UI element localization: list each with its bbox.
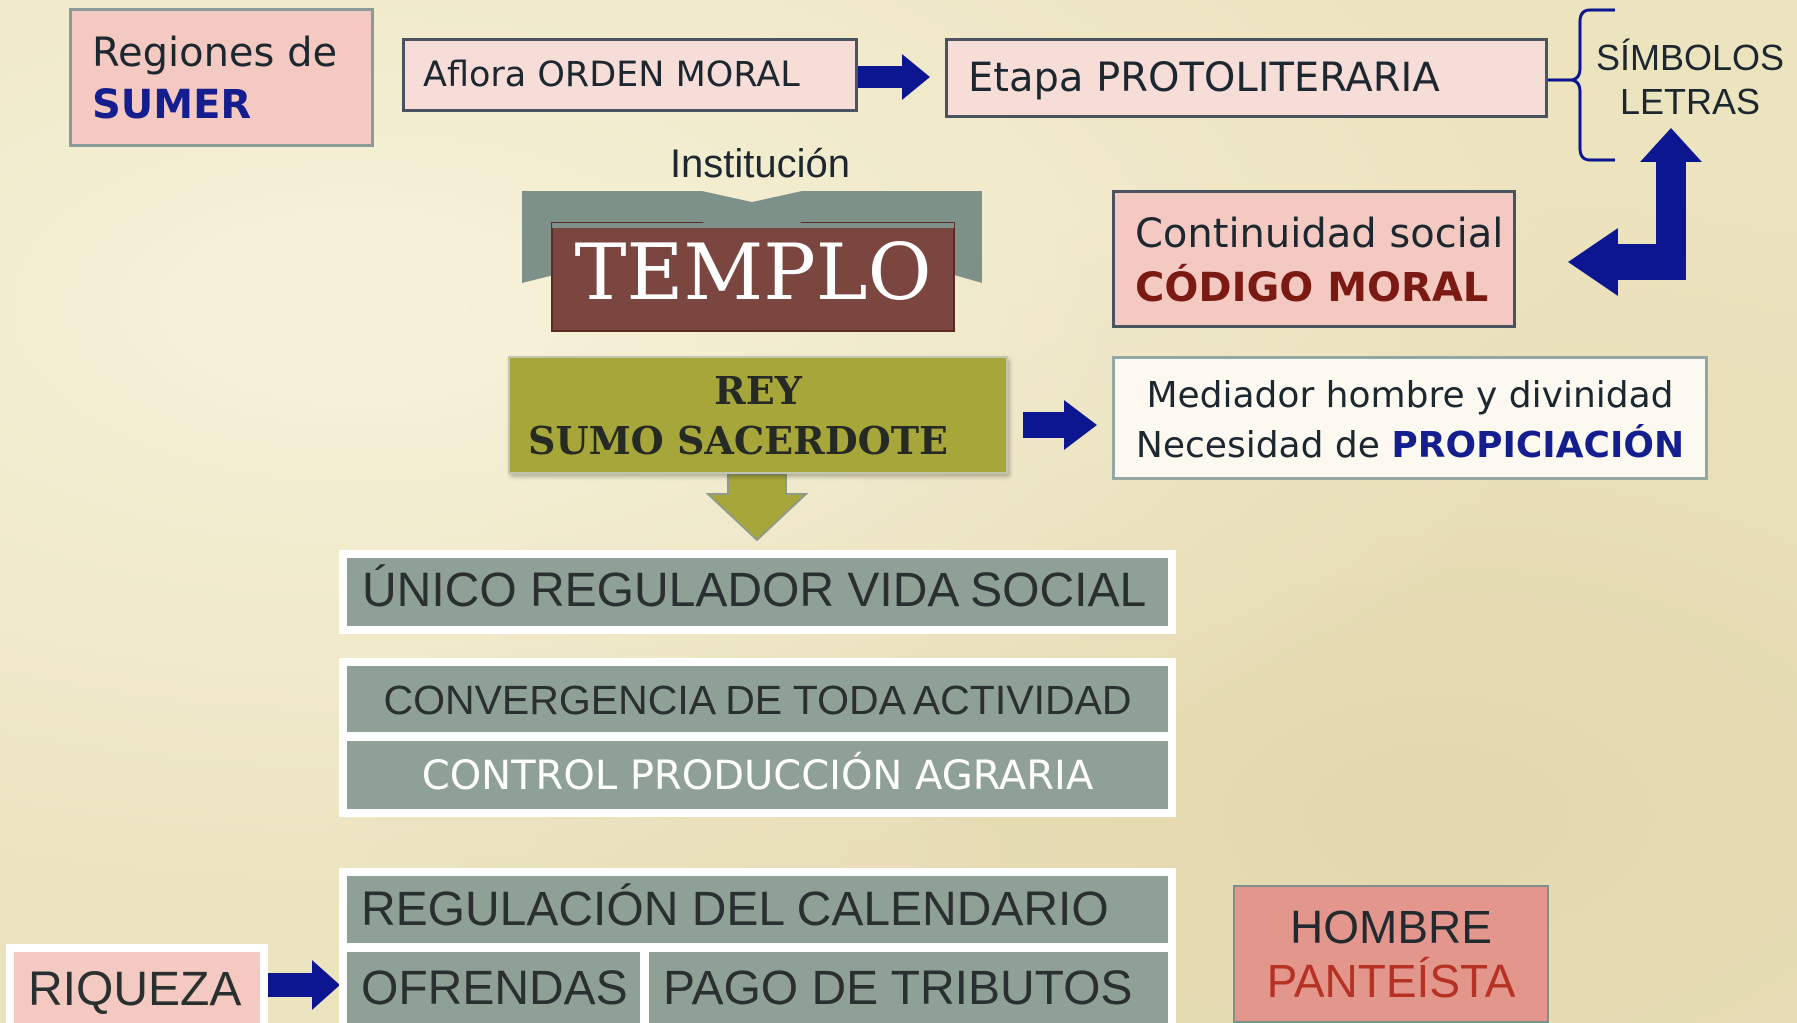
templo-title: TEMPLO [574,228,932,318]
riqueza-label: RIQUEZA [28,963,242,1016]
mediador-line2-prefix: Necesidad de [1135,425,1392,466]
convergencia-frame: CONVERGENCIA DE TODA ACTIVIDAD CONTROL P… [339,658,1176,817]
sumer-line1: Regiones de [92,30,338,76]
tributos-label: PAGO DE TRIBUTOS [663,962,1133,1015]
simbolos-line1: SÍMBOLOS [1595,37,1785,78]
arrow-down-rey [705,473,809,542]
convergencia-box: CONVERGENCIA DE TODA ACTIVIDAD [347,666,1168,732]
riqueza-frame: RIQUEZA [6,944,268,1023]
unico-label: ÚNICO REGULADOR VIDA SOCIAL [362,564,1147,617]
unico-box: ÚNICO REGULADOR VIDA SOCIAL [347,558,1168,626]
ofrendas-box: OFRENDAS [347,952,640,1023]
arrow-rey-to-mediador [1023,400,1097,450]
mediador-box: Mediador hombre y divinidad Necesidad de… [1112,356,1708,480]
mediador-line2: Necesidad de PROPICIACIÓN [1115,421,1705,471]
riqueza-box: RIQUEZA [14,952,260,1023]
calendario-label: REGULACIÓN DEL CALENDARIO [361,883,1109,936]
simbolos-line2: LETRAS [1619,81,1761,122]
continuidad-line1: Continuidad social [1135,211,1504,257]
continuidad-box: Continuidad social CÓDIGO MORAL [1112,190,1516,328]
rey-line1: REY [714,368,802,413]
sumer-line2: SUMER [92,82,252,128]
hombre-line2: PANTEÍSTA [1266,955,1516,1007]
unico-frame: ÚNICO REGULADOR VIDA SOCIAL [339,550,1176,634]
calendario-frame: REGULACIÓN DEL CALENDARIO OFRENDAS PAGO … [339,868,1176,1023]
ofrendas-label: OFRENDAS [361,962,628,1015]
hombre-box: HOMBRE PANTEÍSTA [1233,885,1549,1023]
bent-arrow-simbolos-to-continuidad [1568,128,1702,296]
control-label: CONTROL PRODUCCIÓN AGRARIA [421,753,1094,799]
simbolos-text: SÍMBOLOS LETRAS [1585,36,1795,124]
orden-moral-box: Aflora ORDEN MORAL [402,38,858,112]
continuidad-line2: CÓDIGO MORAL [1135,265,1489,311]
convergencia-label: CONVERGENCIA DE TODA ACTIVIDAD [383,677,1132,723]
calendario-box: REGULACIÓN DEL CALENDARIO [347,876,1168,943]
brace [1569,8,1615,162]
templo-banner: TEMPLO [522,188,982,333]
templo-ribbon [522,191,982,332]
protoliteraria-box: Etapa PROTOLITERARIA [945,38,1548,118]
tributos-box: PAGO DE TRIBUTOS [649,952,1168,1023]
sumer-box: Regiones de SUMER [69,8,374,147]
arrow-orden-to-proto [858,54,930,100]
hombre-line1: HOMBRE [1290,901,1492,953]
mediador-line2-bold: PROPICIACIÓN [1391,425,1685,466]
control-box: CONTROL PRODUCCIÓN AGRARIA [347,741,1168,809]
orden-moral-label: Aflora ORDEN MORAL [423,55,800,95]
institucion-label: Institución [669,142,851,186]
arrow-riqueza-to-ofrendas [268,960,340,1010]
mediador-line1: Mediador hombre y divinidad [1146,375,1674,416]
rey-box: REY SUMO SACERDOTE [508,356,1008,474]
rey-line2: SUMO SACERDOTE [528,418,948,463]
protoliteraria-label: Etapa PROTOLITERARIA [968,55,1440,101]
